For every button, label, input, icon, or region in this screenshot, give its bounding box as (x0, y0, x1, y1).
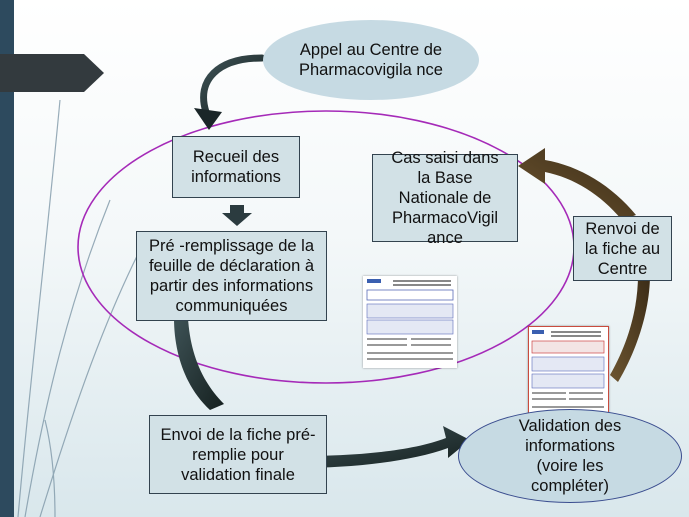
node-preremplissage-label: Pré -remplissage de la feuille de déclar… (148, 237, 315, 315)
node-cas-saisi: Cas saisi dans la Base Nationale de Phar… (372, 149, 518, 247)
node-renvoi: Renvoi de la fiche au Centre (573, 216, 672, 281)
node-validation-label: Validation des informations (voire les c… (518, 417, 622, 495)
node-appel-centre: Appel au Centre de Pharmacovigila nce (263, 20, 479, 100)
arrow-appel-to-recueil (194, 54, 266, 130)
arrow-validation-to-cas-saisi (518, 148, 650, 382)
node-preremplissage: Pré -remplissage de la feuille de déclar… (136, 231, 327, 321)
node-validation: Validation des informations (voire les c… (458, 409, 682, 503)
node-recueil: Recueil des informations (172, 136, 300, 198)
node-recueil-label: Recueil des informations (191, 148, 281, 186)
form-lines-art (366, 279, 454, 360)
arrow-preremplissage-to-envoi (174, 318, 470, 468)
node-cas-saisi-label: Cas saisi dans la Base Nationale de Phar… (391, 149, 499, 247)
node-appel-label: Appel au Centre de Pharmacovigila nce (299, 41, 443, 79)
form-lines-art-2 (531, 330, 605, 408)
left-arrow-tab (0, 54, 104, 92)
validated-form-thumbnail (528, 326, 609, 419)
left-accent-bar (0, 0, 14, 517)
decorative-swoosh-lines (17, 99, 141, 517)
node-envoi: Envoi de la fiche pré-remplie pour valid… (149, 415, 327, 494)
arrow-recueil-to-preremplissage (222, 205, 252, 226)
declaration-form-thumbnail (363, 276, 457, 368)
node-envoi-label: Envoi de la fiche pré-remplie pour valid… (160, 425, 316, 484)
node-renvoi-label: Renvoi de la fiche au Centre (584, 219, 661, 278)
